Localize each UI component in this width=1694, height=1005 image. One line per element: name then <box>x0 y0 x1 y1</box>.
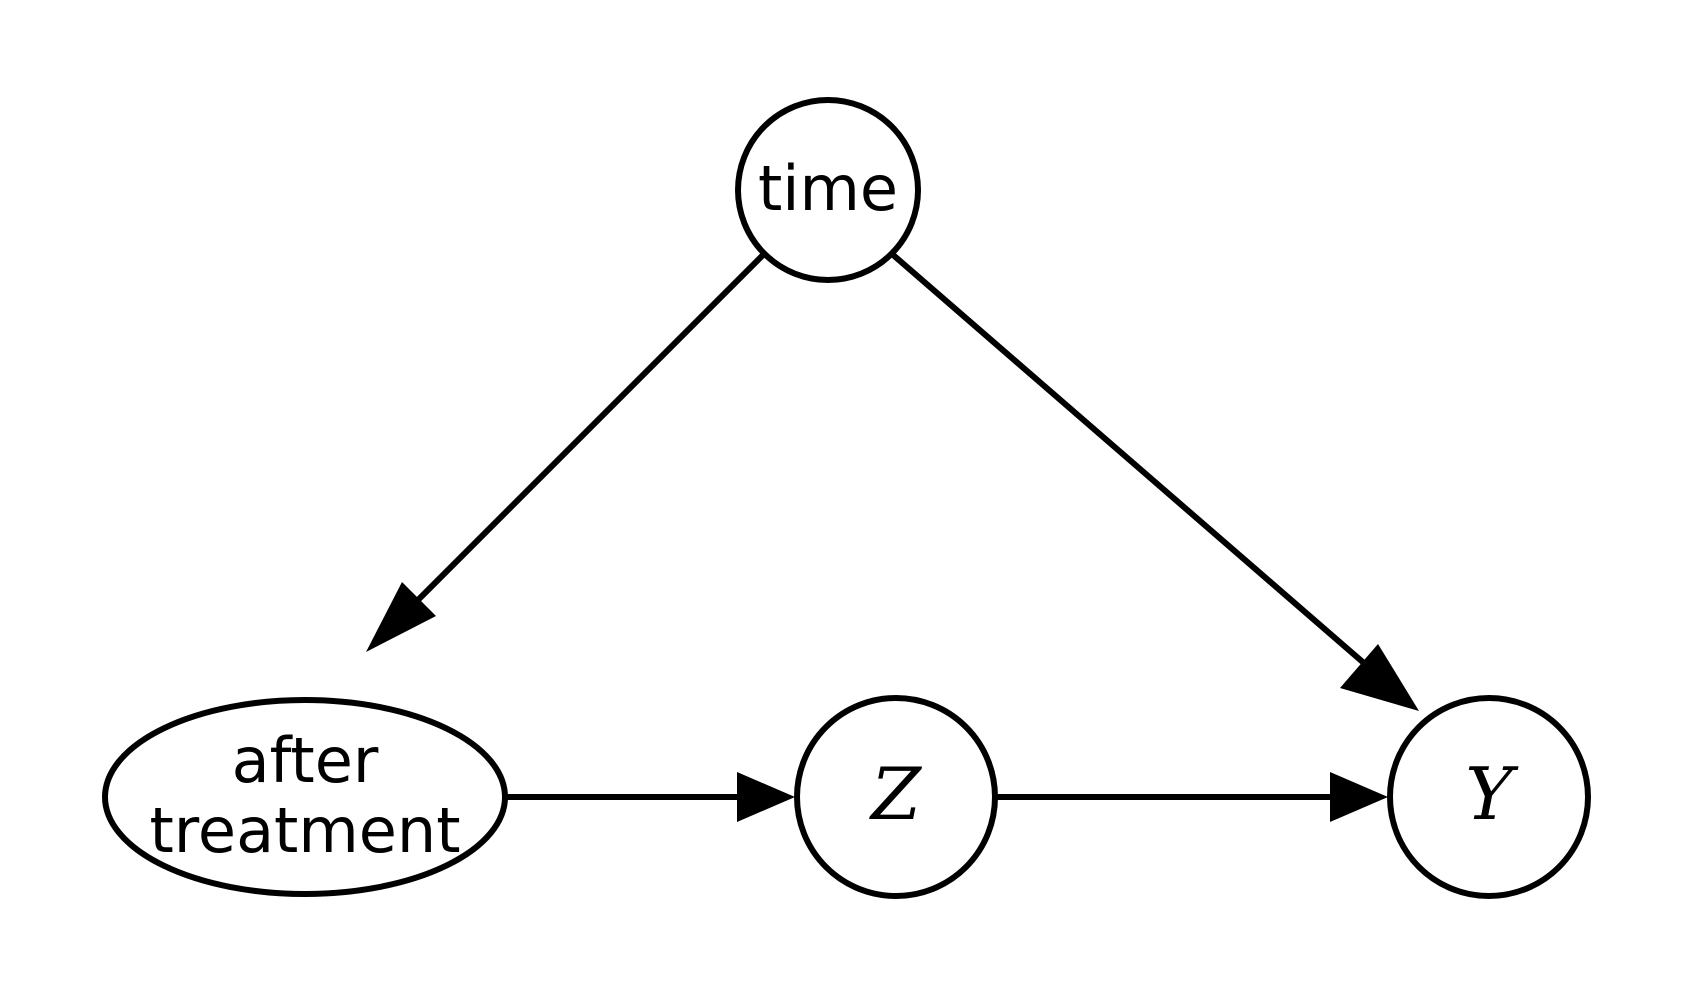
node-after-treatment-label-line-1: after <box>232 724 379 797</box>
edge-line <box>890 251 1397 693</box>
edge-time-to-Y <box>890 251 1419 711</box>
arrowhead-icon <box>737 772 795 822</box>
node-after-treatment[interactable]: after treatment <box>102 697 508 897</box>
edge-Z-to-Y <box>995 772 1388 822</box>
edge-time-to-after-treatment <box>366 251 767 652</box>
arrowhead-icon <box>1330 772 1388 822</box>
arrowhead-icon <box>366 582 436 652</box>
edge-line <box>387 251 767 631</box>
node-time-shape[interactable] <box>735 97 921 283</box>
node-after-treatment-shape[interactable] <box>102 697 508 897</box>
node-Y-shape[interactable] <box>1387 695 1591 899</box>
node-after-treatment-label-line-2: treatment <box>149 794 460 867</box>
node-Y[interactable]: Y <box>1387 695 1591 899</box>
arrowhead-icon <box>1340 644 1419 711</box>
node-time[interactable]: time <box>735 97 921 283</box>
node-Z-shape[interactable] <box>794 695 998 899</box>
node-time-label: time <box>758 152 898 225</box>
node-Y-label: Y <box>1465 752 1519 836</box>
node-Z-label: Z <box>869 752 923 836</box>
edge-after-treatment-to-Z <box>505 772 795 822</box>
node-Z[interactable]: Z <box>794 695 998 899</box>
